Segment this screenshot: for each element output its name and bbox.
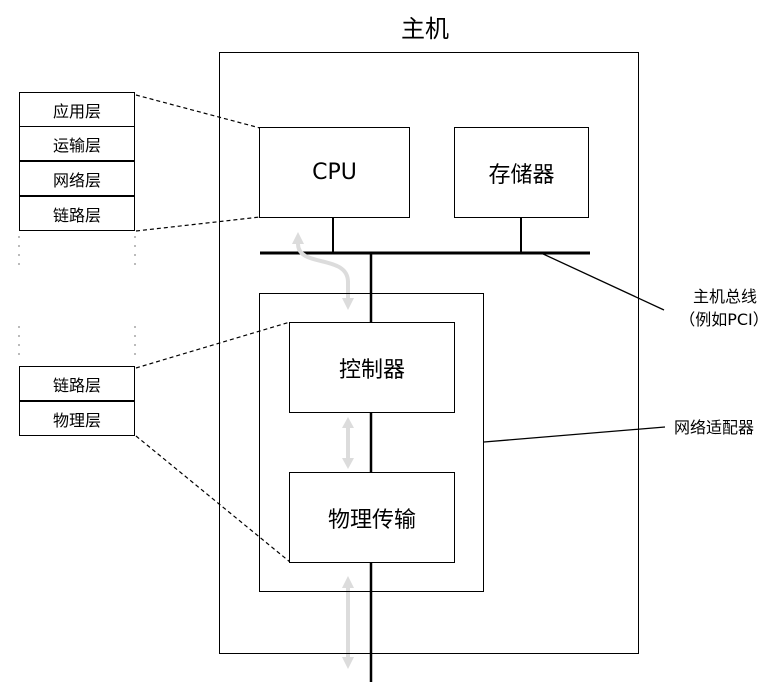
cpu-node: CPU	[259, 127, 410, 218]
adapter-leader-line	[483, 426, 666, 443]
dashed-connector-controller	[135, 321, 291, 369]
stack-layer-link: 链路层	[19, 196, 135, 231]
stack-layer-physical: 物理层	[19, 401, 135, 436]
controller-node: 控制器	[289, 322, 455, 413]
network-adapter-label: 网络适配器	[674, 418, 755, 437]
host-title: 主机	[401, 15, 449, 43]
stack-layer-transport: 运输层	[19, 126, 135, 161]
data-flow-arrow-cpu	[296, 243, 350, 302]
host-bus-label-line2: （例如PCI）	[679, 310, 769, 329]
data-flow-arrowhead-up	[292, 232, 304, 244]
physical-transmission-node: 物理传输	[289, 472, 455, 563]
data-flow-arrowhead-internal-up	[342, 417, 354, 428]
host-box	[219, 52, 639, 654]
memory-node: 存储器	[454, 127, 589, 218]
dashed-connector-physical	[135, 435, 291, 563]
stack-layer-network: 网络层	[19, 161, 135, 196]
data-flow-arrowhead-external-down	[342, 657, 354, 669]
stack-layer-link-adapter: 链路层	[19, 366, 135, 401]
stack-layer-application: 应用层	[19, 92, 135, 127]
host-bus-label-line1: 主机总线	[692, 287, 757, 306]
network-adapter-box	[259, 293, 484, 592]
dashed-connector-cpu-top	[135, 94, 261, 129]
data-flow-arrowhead-internal-down	[342, 458, 354, 469]
data-flow-arrowhead-external-up	[342, 576, 354, 588]
data-flow-arrowhead-down	[342, 298, 354, 310]
bus-leader-line	[540, 252, 665, 311]
